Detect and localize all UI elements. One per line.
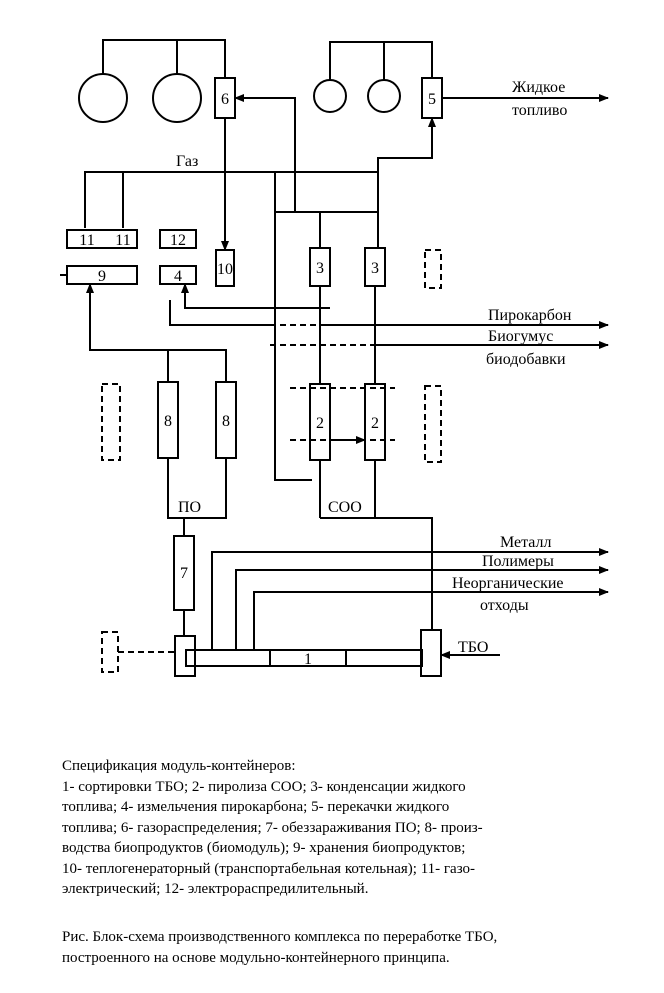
output-inorganic-1: Неорганические	[452, 575, 564, 592]
line-right-gas	[275, 171, 379, 212]
tank-circle-1	[78, 73, 128, 123]
spec-line: топлива; 4- измельчения пирокарбона; 5- …	[62, 799, 450, 815]
module-5-label: 5	[428, 91, 436, 108]
module-4-label: 4	[174, 268, 182, 285]
soo-label: СОО	[328, 499, 362, 516]
gas-label: Газ	[176, 153, 198, 170]
dashed-crossings-lower	[290, 387, 395, 441]
tank-circle-2	[152, 73, 202, 123]
module-7-label: 7	[180, 565, 188, 582]
caption-line-2: построенного на основе модульно-контейне…	[62, 949, 450, 966]
spec-line: 1- сортировки ТБО; 2- пиролиза СОО; 3- к…	[62, 778, 466, 795]
reserve-module-4	[101, 631, 119, 673]
conveyor-dividers	[269, 650, 347, 666]
output-polymers: Полимеры	[482, 553, 554, 570]
spec-line: 10- теплогенераторный (транспортабельная…	[62, 860, 476, 877]
module-3a-label: 3	[316, 260, 324, 277]
line-metal	[211, 548, 609, 650]
tank-lines-left	[102, 39, 226, 78]
line-polymers	[235, 566, 609, 650]
line-po	[167, 458, 227, 536]
line-bio-to-9	[86, 283, 169, 382]
output-metal: Металл	[500, 534, 552, 551]
module-1-label: 1	[304, 651, 312, 668]
tank-circle-3	[313, 79, 347, 113]
line-inorganic	[253, 588, 609, 650]
line-soo	[319, 460, 433, 630]
module-9-label: 9	[98, 268, 106, 285]
module-11a-label: 11	[79, 232, 94, 249]
dashed-crossings-upper	[270, 324, 420, 346]
reserve-module-2	[101, 383, 121, 461]
caption-line-1: Рис. Блок-схема производственного компле…	[62, 929, 498, 945]
gas-line-main	[84, 118, 312, 481]
gas-line-to-3	[275, 211, 378, 248]
module-8a-label: 8	[164, 413, 172, 430]
flow-diagram: 6 5 11 11 12 9 4 10 3 3 8 8 2 2 7 1 Газ …	[60, 39, 609, 677]
output-bioadditives: биодобавки	[486, 351, 566, 368]
spec-line: топлива; 6- газораспределения; 7- обезза…	[62, 819, 483, 836]
po-label: ПО	[178, 499, 201, 516]
line-to-9	[60, 274, 270, 326]
module-8b-label: 8	[222, 413, 230, 430]
module-10-label: 10	[217, 261, 233, 278]
line-3-to-6	[234, 94, 296, 212]
module-2b-label: 2	[371, 415, 379, 432]
output-liquid-fuel-1: Жидкое	[512, 79, 565, 96]
module-12-box	[159, 229, 197, 249]
output-inorganic-2: отходы	[480, 597, 529, 614]
spec-line: электрический; 12- электрораспредилитель…	[62, 881, 369, 897]
line-8b-up	[168, 349, 227, 382]
output-pyrocarbon: Пирокарбон	[488, 307, 572, 324]
spec-title: Спецификация модуль-контейнеров:	[62, 758, 296, 774]
reserve-module-1	[424, 249, 442, 289]
tank-lines-right	[329, 41, 433, 80]
reserve-module-3	[424, 385, 442, 463]
tank-circle-4	[367, 79, 401, 113]
module-6-label: 6	[221, 91, 229, 108]
line-3-to-2	[319, 286, 376, 384]
conveyor-right-box	[420, 629, 442, 677]
spec-line: водства биопродуктов (биомодуль); 9- хра…	[62, 840, 466, 856]
module-3b-label: 3	[371, 260, 379, 277]
module-12-label: 12	[170, 232, 186, 249]
figure-caption: Рис. Блок-схема производственного компле…	[62, 927, 642, 968]
module-4-box	[159, 265, 197, 285]
module-11b-label: 11	[115, 232, 130, 249]
module-2a-label: 2	[316, 415, 324, 432]
tbo-label: ТБО	[458, 639, 488, 656]
output-liquid-fuel-2: топливо	[512, 102, 567, 119]
specification-block: Спецификация модуль-контейнеров: 1- сорт…	[62, 756, 642, 900]
line-to-4	[181, 283, 330, 309]
module-11-box	[66, 229, 138, 249]
output-biohumus: Биогумус	[488, 328, 553, 345]
line-3-to-5	[377, 117, 436, 248]
